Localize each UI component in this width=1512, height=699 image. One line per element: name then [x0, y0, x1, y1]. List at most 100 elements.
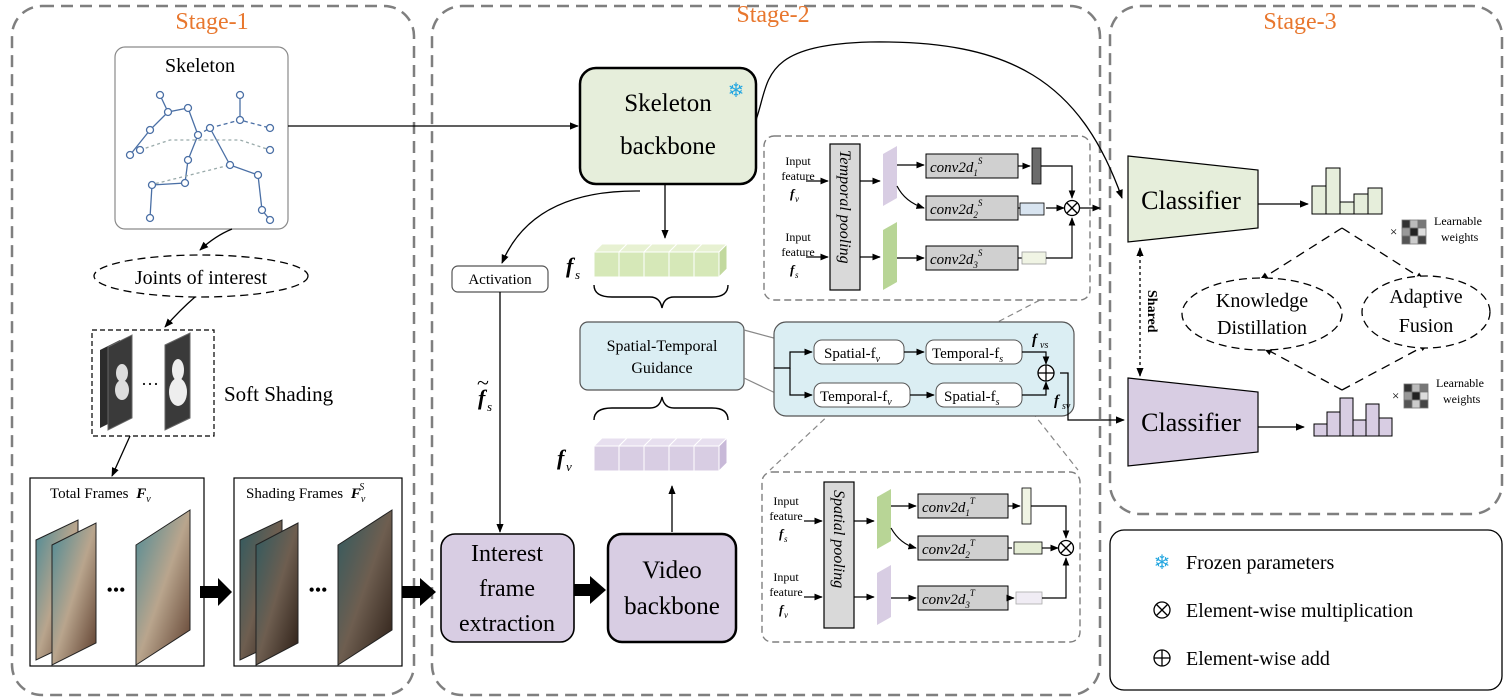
bottom-circle-times-icon: [1057, 539, 1075, 557]
shading-to-frames-arrow: [111, 435, 131, 477]
fs-tilde-label: f s ~: [477, 370, 492, 414]
top-input1-line2: feature: [781, 169, 814, 183]
skeleton-panel: Skeleton: [114, 46, 289, 230]
stage-1-title: Stage-1: [175, 9, 248, 35]
classifier-bottom: Classifier: [1127, 377, 1259, 467]
interest-line1: Interest: [471, 541, 543, 567]
knowledge-distillation: Knowledge Distillation: [1181, 277, 1343, 351]
bottom-input2-sub: v: [784, 610, 788, 620]
spatial-pooling-label: Spatial pooling: [830, 490, 847, 588]
spatial-detail-panel: Input feature f s Input feature f v Spat…: [761, 471, 1081, 643]
zoom-line-bottom-left: [769, 411, 833, 471]
skeleton-label: Skeleton: [165, 55, 235, 77]
temporal-fv-box: Temporal-fv: [813, 382, 911, 408]
soft-shading-label: Soft Shading: [224, 382, 334, 406]
zoom-line-bottom: [1031, 411, 1079, 471]
legend-frozen: Frozen parameters: [1186, 552, 1334, 574]
shading-frames-ellipsis: •••: [309, 580, 328, 600]
snowflake-icon: ❄: [728, 80, 745, 102]
shading-frames-stack: [239, 509, 393, 666]
skeleton-backbone-line1: Skeleton: [624, 90, 712, 117]
af-line1: Adaptive: [1389, 286, 1462, 308]
fs-symbol: f: [566, 253, 576, 278]
bottom-input1-sub: s: [784, 534, 788, 544]
total-frames-panel: Total Frames Fv •••: [29, 477, 205, 667]
legend-circle-plus-icon: [1153, 649, 1171, 667]
top-input2-line2: feature: [781, 245, 814, 259]
total-frames-sub: v: [146, 494, 151, 505]
svg-text:Temporal-fv: Temporal-fv: [820, 389, 892, 408]
stage-2-container: Stage-2: [430, 2, 1102, 697]
svg-text:×: ×: [1390, 224, 1397, 239]
top-input2-line1: Input: [785, 230, 811, 244]
svg-text:conv2d3T: conv2d3T: [922, 588, 976, 610]
top-circle-times-icon: [1063, 199, 1081, 217]
st-circle-plus-icon: [1037, 364, 1055, 382]
histogram-top: [1311, 167, 1383, 215]
shading-to-interest-thick-arrow: [402, 578, 436, 606]
svg-text:Shading Frames FvS: Shading Frames FvS: [246, 482, 366, 505]
svg-text:Total Frames Fv: Total Frames Fv: [50, 486, 151, 505]
fs-sub: s: [575, 267, 580, 282]
learnable-weights-bottom: × Learnable weights: [1392, 376, 1484, 409]
spatial-fs-box: Spatial-fs: [935, 382, 1023, 408]
top-conv3: conv2d3S: [925, 245, 1019, 271]
fv-symbol: f: [557, 445, 567, 470]
spatial-pooling-box: [823, 481, 855, 629]
activation-label: Activation: [468, 272, 532, 288]
svg-text:conv2d2S: conv2d2S: [930, 198, 983, 220]
kd-line1: Knowledge: [1216, 290, 1308, 312]
svg-text:Temporal-fs: Temporal-fs: [932, 346, 1003, 365]
fv-label: f v: [557, 445, 572, 474]
top-input2-symbol: f: [790, 262, 796, 277]
total-frames-symbol: F: [135, 486, 146, 502]
classifier-top-label: Classifier: [1141, 186, 1241, 215]
temporal-fs-box: Temporal-fs: [925, 339, 1023, 365]
skeleton-to-joints-arrow: [199, 228, 233, 251]
legend: ❄ Frozen parameters Element-wise multipl…: [1109, 529, 1503, 691]
fv-feature-cubes: [592, 436, 729, 473]
skeleton-backbone: Skeleton backbone ❄: [578, 66, 758, 186]
interest-to-video-thick-arrow: [574, 576, 606, 604]
stage-3-title: Stage-3: [1263, 9, 1336, 35]
bottom-input1-line2: feature: [769, 509, 802, 523]
svg-text:×: ×: [1392, 388, 1399, 403]
spatial-temporal-guidance: Spatial-Temporal Guidance: [579, 321, 745, 391]
legend-mult: Element-wise multiplication: [1186, 600, 1413, 622]
svg-text:conv2d1S: conv2d1S: [930, 156, 983, 178]
temporal-detail-panel: Input feature f v Input feature f s Temp…: [763, 135, 1101, 301]
top-input1-line1: Input: [785, 154, 811, 168]
bottom-input1-symbol: f: [779, 526, 785, 541]
guidance-line2: Guidance: [631, 360, 692, 377]
top-conv1: conv2d1S: [925, 153, 1019, 179]
video-backbone-line2: backbone: [624, 593, 720, 620]
fvs-symbol: f: [1032, 332, 1039, 348]
bottom-feature-green: [877, 489, 891, 549]
bottom-input1-line1: Input: [773, 494, 799, 508]
classifier-bottom-label: Classifier: [1141, 408, 1241, 437]
fs-label: f s: [566, 253, 580, 282]
fs-tilde-symbol: f: [478, 385, 488, 410]
joints-of-interest: Joints of interest: [93, 254, 309, 298]
top-input2-sub: s: [795, 270, 799, 280]
frames-to-shading-thick-arrow: [200, 578, 232, 606]
shading-frames-sub: v: [361, 494, 366, 505]
shading-mask-stack: [100, 332, 191, 431]
bottom-conv3: conv2d3T: [917, 585, 1009, 611]
temporal-pooling-box: [829, 143, 861, 291]
svg-text:conv2d3S: conv2d3S: [930, 248, 983, 270]
fs-feature-cubes: [592, 242, 729, 279]
legend-circle-times-icon: [1153, 601, 1171, 619]
interest-line3: extraction: [459, 611, 555, 637]
shading-frames-label: Shading Frames: [246, 486, 343, 502]
fs-tilde-sub: s: [487, 399, 492, 414]
skeleton-backbone-line2: backbone: [620, 133, 716, 160]
fs-brace: [593, 284, 729, 309]
fsv-symbol: f: [1054, 393, 1061, 409]
bottom-input2-symbol: f: [779, 602, 785, 617]
svg-text:conv2d2T: conv2d2T: [922, 538, 976, 560]
bottom-input2-line2: feature: [769, 585, 802, 599]
fs-tilde-mark: ~: [477, 370, 489, 395]
svg-text:conv2d1T: conv2d1T: [922, 496, 976, 518]
st-module: Spatial-fv Temporal-fs Temporal-fv Spati…: [773, 321, 1075, 417]
